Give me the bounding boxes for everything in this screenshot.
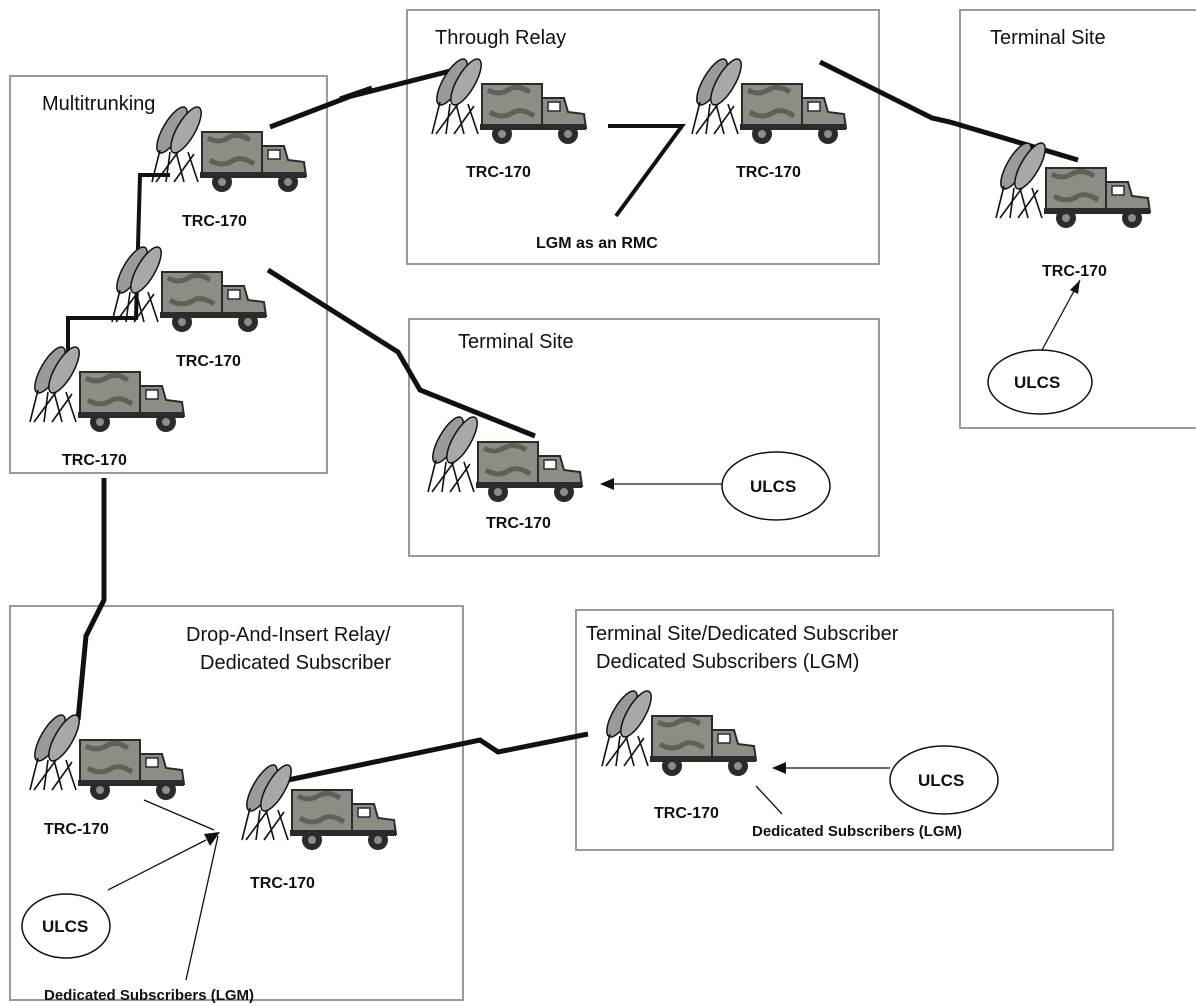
ulcs-node: ULCS xyxy=(22,894,110,958)
dedicated-label: Dedicated Subscribers (LGM) xyxy=(752,823,962,840)
truck-label: TRC-170 xyxy=(736,164,801,181)
site-title: Terminal Site xyxy=(990,27,1106,49)
svg-text:ULCS: ULCS xyxy=(1014,373,1060,392)
site-title: Terminal Site xyxy=(458,331,574,353)
svg-text:ULCS: ULCS xyxy=(42,917,88,936)
truck-label: TRC-170 xyxy=(182,213,247,230)
site-title-line2: Dedicated Subscriber xyxy=(200,652,392,674)
site-box-terminal-center xyxy=(409,319,879,556)
site-terminal-center: Terminal Site xyxy=(409,319,879,556)
truck-label: TRC-170 xyxy=(176,353,241,370)
ulcs-node: ULCS xyxy=(988,350,1092,414)
svg-text:ULCS: ULCS xyxy=(750,477,796,496)
site-through-relay: Through Relay xyxy=(407,10,879,264)
site-title-line2: Dedicated Subscribers (LGM) xyxy=(596,651,859,673)
site-title-line1: Drop-And-Insert Relay/ xyxy=(186,624,391,646)
rmc-label: LGM as an RMC xyxy=(536,235,658,252)
truck-label: TRC-170 xyxy=(44,821,109,838)
site-title: Multitrunking xyxy=(42,93,155,115)
truck-label: TRC-170 xyxy=(250,875,315,892)
truck-label: TRC-170 xyxy=(62,452,127,469)
truck-label: TRC-170 xyxy=(654,805,719,822)
truck-label: TRC-170 xyxy=(486,515,551,532)
site-title-line1: Terminal Site/Dedicated Subscriber xyxy=(586,623,899,645)
truck-label: TRC-170 xyxy=(1042,263,1107,280)
truck-label: TRC-170 xyxy=(466,164,531,181)
ulcs-node: ULCS xyxy=(722,452,830,520)
ulcs-node: ULCS xyxy=(890,746,998,814)
site-title: Through Relay xyxy=(435,27,566,49)
dedicated-label: Dedicated Subscribers (LGM) xyxy=(44,987,254,1004)
svg-text:ULCS: ULCS xyxy=(918,771,964,790)
